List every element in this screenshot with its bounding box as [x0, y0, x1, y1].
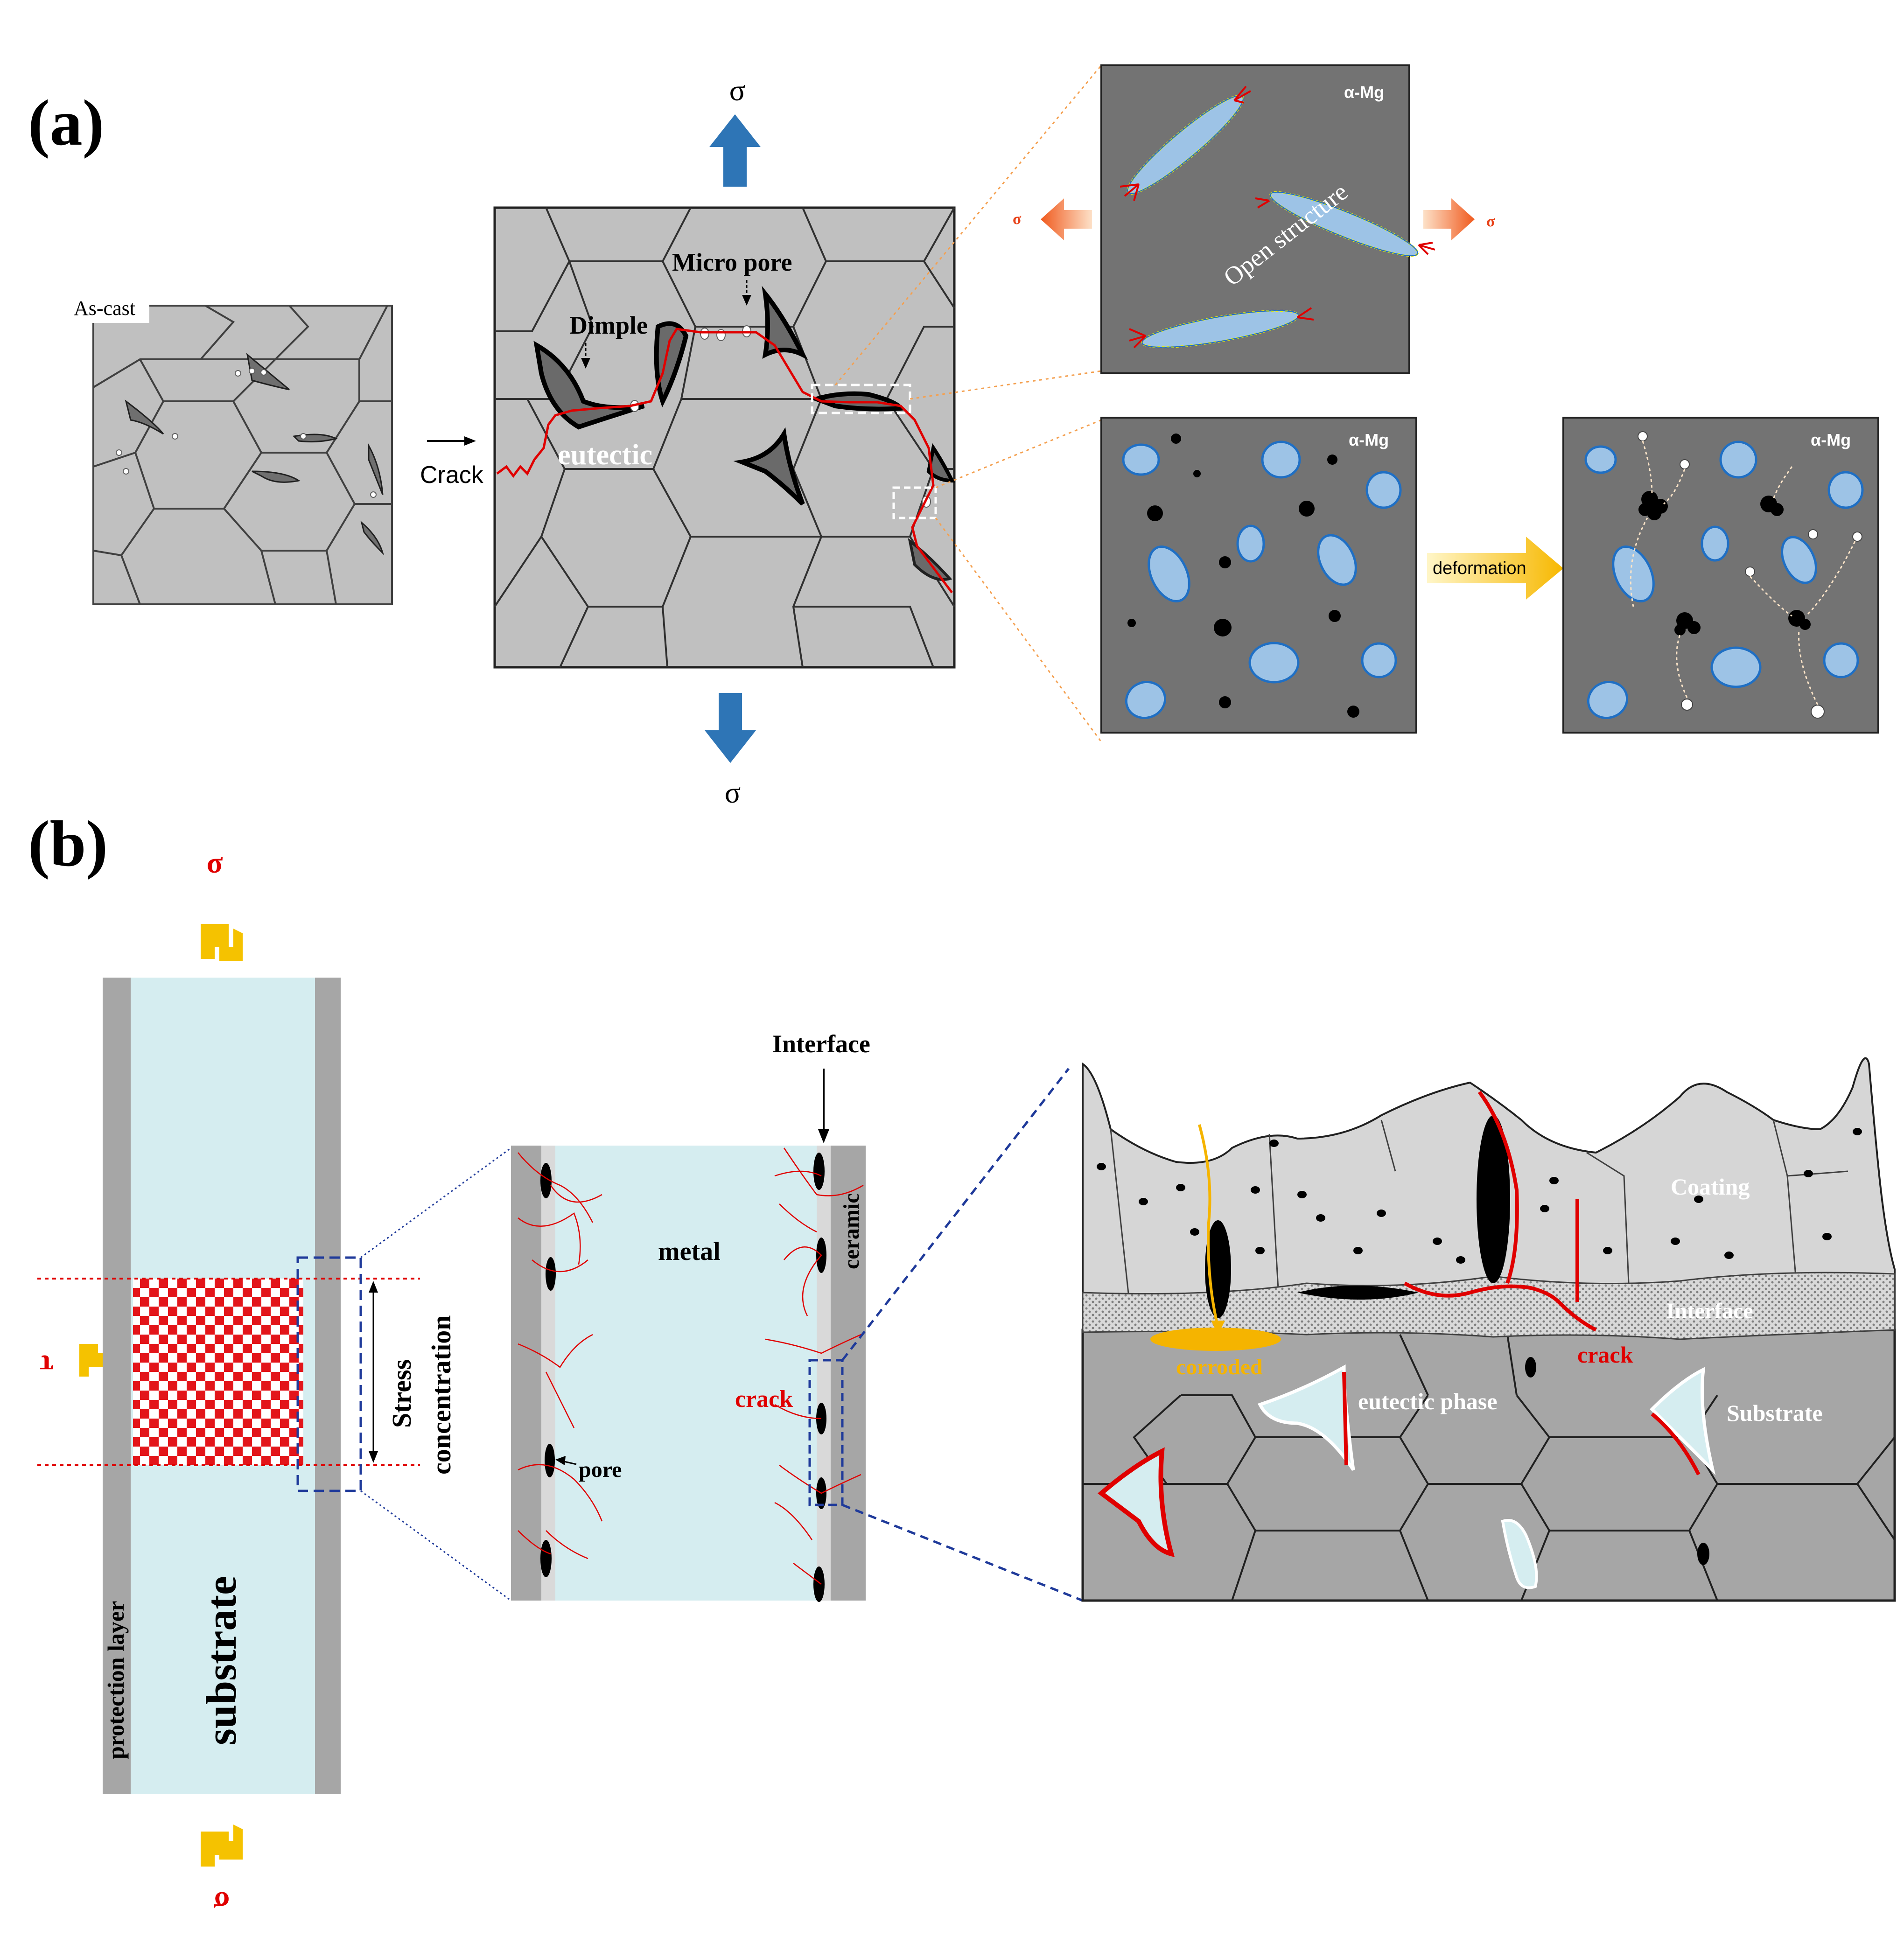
sigma-bottom-b: σ — [213, 1886, 230, 1919]
crack-zoom-label: crack — [1577, 1342, 1633, 1368]
zoom-connector-b2 — [841, 1068, 1083, 1602]
sigma-arrow-down-icon — [705, 693, 756, 763]
eutectic-label: eutectic — [558, 439, 652, 471]
coating-zoom: Coating Interface crack corroded eutecti… — [1081, 1057, 1896, 1602]
panel-b-label: (b) — [28, 808, 108, 880]
zoom-guide-lines — [834, 65, 1102, 742]
open-structure-box: α-Mg Open structure — [1100, 64, 1435, 374]
zoom-connector-b1 — [360, 1147, 511, 1601]
crack-path — [496, 328, 953, 594]
deformation-arrow-icon — [1427, 537, 1563, 600]
shear-arrow-icon — [79, 924, 243, 1867]
sigma-left-zoom: σ — [1013, 210, 1022, 228]
substrate-zoom-label: Substrate — [1727, 1400, 1823, 1426]
sigma-top-b: σ — [207, 846, 223, 879]
pore-label: pore — [579, 1457, 622, 1482]
dimple-label: Dimple — [569, 311, 648, 339]
stress-label-line1: Stress — [386, 1359, 417, 1428]
as-cast-label: As-cast — [74, 297, 135, 320]
fracture-grain-box: eutectic — [493, 206, 956, 669]
sigma-right-zoom: σ — [1486, 213, 1495, 230]
substrate-label: substrate — [197, 1576, 245, 1745]
metal-ceramic-box: metal ceramic crack pore — [511, 1146, 866, 1602]
stress-label-line2: concentration — [426, 1315, 456, 1475]
particles-before-phase-label: α-Mg — [1349, 430, 1389, 449]
crack-label-b: crack — [735, 1386, 793, 1413]
sigma-arrow-up-icon — [709, 114, 761, 187]
eutectic-phase-label: eutectic phase — [1358, 1388, 1498, 1414]
substrate-column: protection layer substrate — [37, 978, 420, 1794]
orange-arrow-left-icon — [1041, 198, 1092, 240]
tau-left-b: τ — [40, 1349, 54, 1382]
micro-pore-label: Micro pore — [672, 248, 792, 276]
particles-before-box: α-Mg — [1100, 417, 1417, 734]
corroded-label: corroded — [1176, 1355, 1263, 1379]
interface-label: Interface — [772, 1030, 870, 1058]
particles-after-box: α-Mg — [1562, 417, 1879, 734]
interface-zoom-label: Interface — [1666, 1299, 1753, 1323]
panel-a-label: (a) — [28, 87, 104, 159]
coating-label: Coating — [1671, 1174, 1750, 1200]
sigma-top-a: σ — [729, 74, 746, 107]
protection-layer-label: protection layer — [103, 1601, 129, 1759]
crack-label-a: Crack — [420, 462, 484, 489]
sigma-bottom-a: σ — [725, 776, 741, 809]
metal-label: metal — [658, 1237, 721, 1266]
as-cast-box: As-cast — [70, 294, 393, 605]
open-structure-phase-label: α-Mg — [1344, 83, 1384, 102]
crack-arrow — [427, 436, 476, 446]
deformation-label: deformation — [1433, 559, 1526, 578]
orange-arrow-right-icon — [1423, 198, 1475, 240]
particles-after-phase-label: α-Mg — [1811, 430, 1851, 449]
ceramic-label: ceramic — [839, 1193, 864, 1269]
